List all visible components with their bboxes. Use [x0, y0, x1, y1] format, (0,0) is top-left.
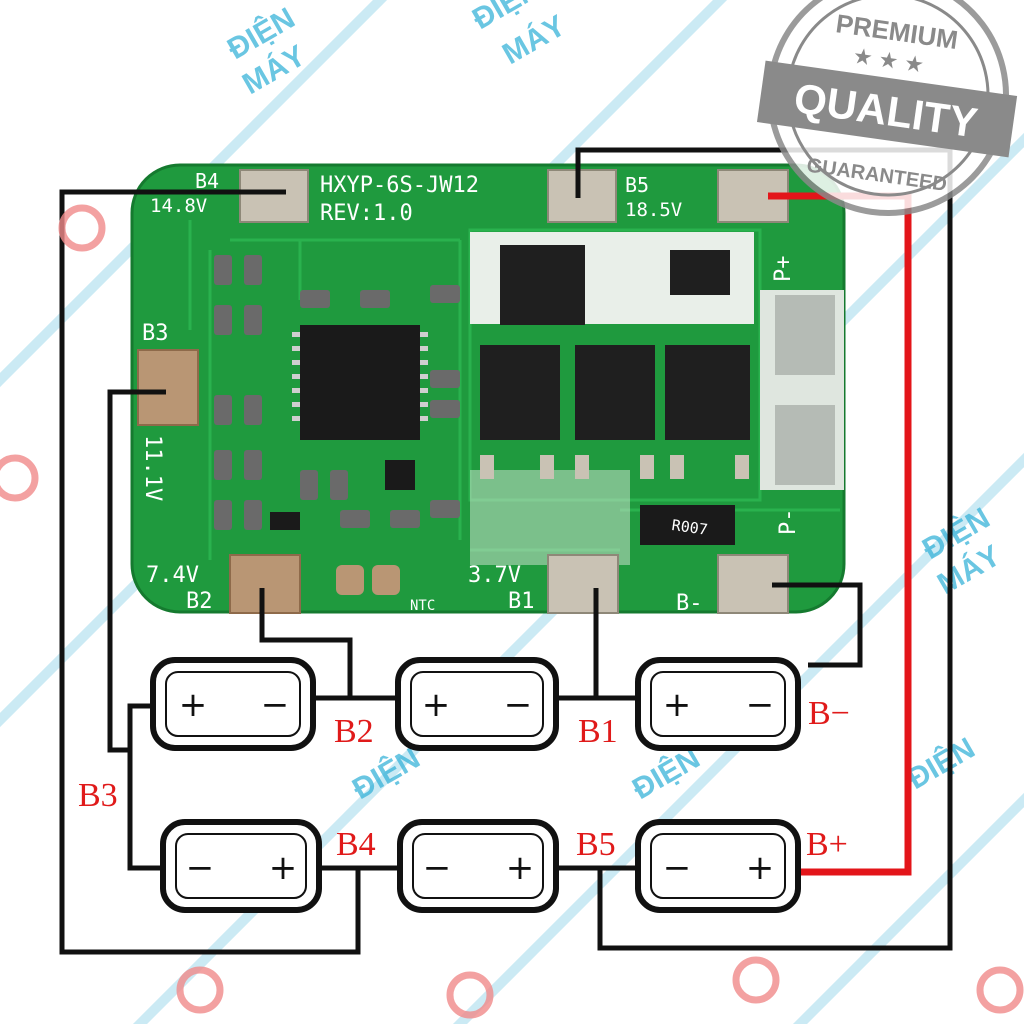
pad-b4 — [239, 169, 309, 223]
cell-bottom-2: − + — [397, 819, 559, 913]
controller-ic — [300, 325, 420, 440]
label-b-minus: B− — [808, 695, 850, 732]
board-model: HXYP-6S-JW12 — [320, 173, 479, 198]
wire-b5 — [575, 147, 953, 951]
cell-bottom-1-right: + — [269, 848, 298, 888]
cell-bottom-3-left: − — [663, 848, 692, 888]
label-b2: B2 — [334, 713, 374, 750]
watermark-logo-icon — [446, 971, 494, 1019]
cell-bottom-2-right: + — [506, 848, 535, 888]
wires — [59, 147, 953, 955]
pad-b4-name: B4 — [195, 169, 219, 193]
label-b4: B4 — [336, 826, 376, 863]
pads — [137, 169, 789, 614]
p-minus-label: P- — [776, 509, 801, 536]
pcb-silkscreen: HXYP-6S-JW12 REV:1.0 B4 14.8V B5 18.5V B… — [140, 169, 801, 616]
wire-b2 — [259, 588, 400, 701]
label-b-plus: B+ — [806, 826, 848, 863]
p-minus-pad — [775, 405, 835, 485]
pad-b5-name: B5 — [625, 173, 649, 197]
ntc-label: NTC — [410, 598, 435, 614]
watermark-logos — [0, 204, 1024, 1019]
cell-top-3-right: − — [746, 685, 775, 725]
cell-top-3-left: + — [663, 685, 692, 725]
small-ic — [670, 250, 730, 295]
mosfet-3 — [575, 345, 655, 440]
components: R007 — [214, 245, 750, 545]
pad-b2-name: B2 — [186, 589, 213, 614]
p-plus-pad — [775, 295, 835, 375]
watermark-logo-icon — [732, 956, 780, 1004]
cell-top-1-left: + — [179, 685, 208, 725]
pad-b2 — [229, 554, 301, 614]
label-b3: B3 — [78, 777, 118, 814]
wire-b4 — [59, 189, 361, 955]
pad-b5 — [547, 169, 617, 223]
board-revision: REV:1.0 — [320, 201, 413, 226]
mosfet-1 — [500, 245, 585, 325]
wiring-labels: B2 B1 B− B3 B4 B5 B+ — [78, 695, 850, 863]
watermark-logo-icon — [976, 966, 1024, 1014]
watermark-brand-5: ĐIỆN — [347, 741, 426, 806]
mosfet-2 — [480, 345, 560, 440]
battery-cells: + − + − + − − + − + — [150, 657, 801, 913]
watermark-logo-icon — [176, 966, 224, 1014]
pad-b5-voltage: 18.5V — [625, 199, 682, 221]
ntc-pad-2 — [372, 565, 400, 595]
pad-b-minus-name: B- — [676, 591, 703, 616]
watermark-brand-9: ĐIỆN — [902, 731, 981, 796]
cell-bottom-1: − + — [160, 819, 322, 913]
wire-b-minus — [772, 582, 863, 668]
wire-b1 — [556, 588, 640, 701]
mosfet-4 — [665, 345, 750, 440]
quality-badge: PREMIUM ★ ★ ★ QUALITY GUARANTEED — [756, 0, 1018, 216]
wire-b3 — [107, 389, 166, 871]
watermark-logo-icon — [58, 204, 106, 252]
pad-b2-voltage: 7.4V — [146, 563, 199, 588]
cell-bottom-1-left: − — [186, 848, 215, 888]
ntc-pad-1 — [336, 565, 364, 595]
pad-b1 — [547, 554, 619, 614]
cell-bottom-2-left: − — [423, 848, 452, 888]
pad-b3 — [137, 349, 199, 426]
cell-bottom-3: − + — [635, 819, 801, 913]
cell-bottom-3-right: + — [746, 848, 775, 888]
label-b5: B5 — [576, 826, 616, 863]
pad-b3-voltage: 11.1V — [140, 435, 165, 501]
pad-b4-voltage: 14.8V — [150, 195, 207, 217]
pad-b1-voltage: 3.7V — [468, 563, 521, 588]
resistor-code: R007 — [671, 516, 709, 539]
label-b1: B1 — [578, 713, 618, 750]
pad-b1-name: B1 — [508, 589, 535, 614]
cell-top-2-left: + — [422, 685, 451, 725]
cell-top-2-right: − — [504, 685, 533, 725]
watermark-logo-icon — [0, 454, 39, 502]
p-plus-label: P+ — [771, 256, 796, 283]
cell-top-1-right: − — [261, 685, 290, 725]
cell-top-1: + − — [150, 657, 316, 751]
shunt-resistor — [640, 505, 735, 545]
cell-top-2: + − — [395, 657, 559, 751]
pad-b3-name: B3 — [142, 321, 169, 346]
cell-top-3: + − — [635, 657, 801, 751]
